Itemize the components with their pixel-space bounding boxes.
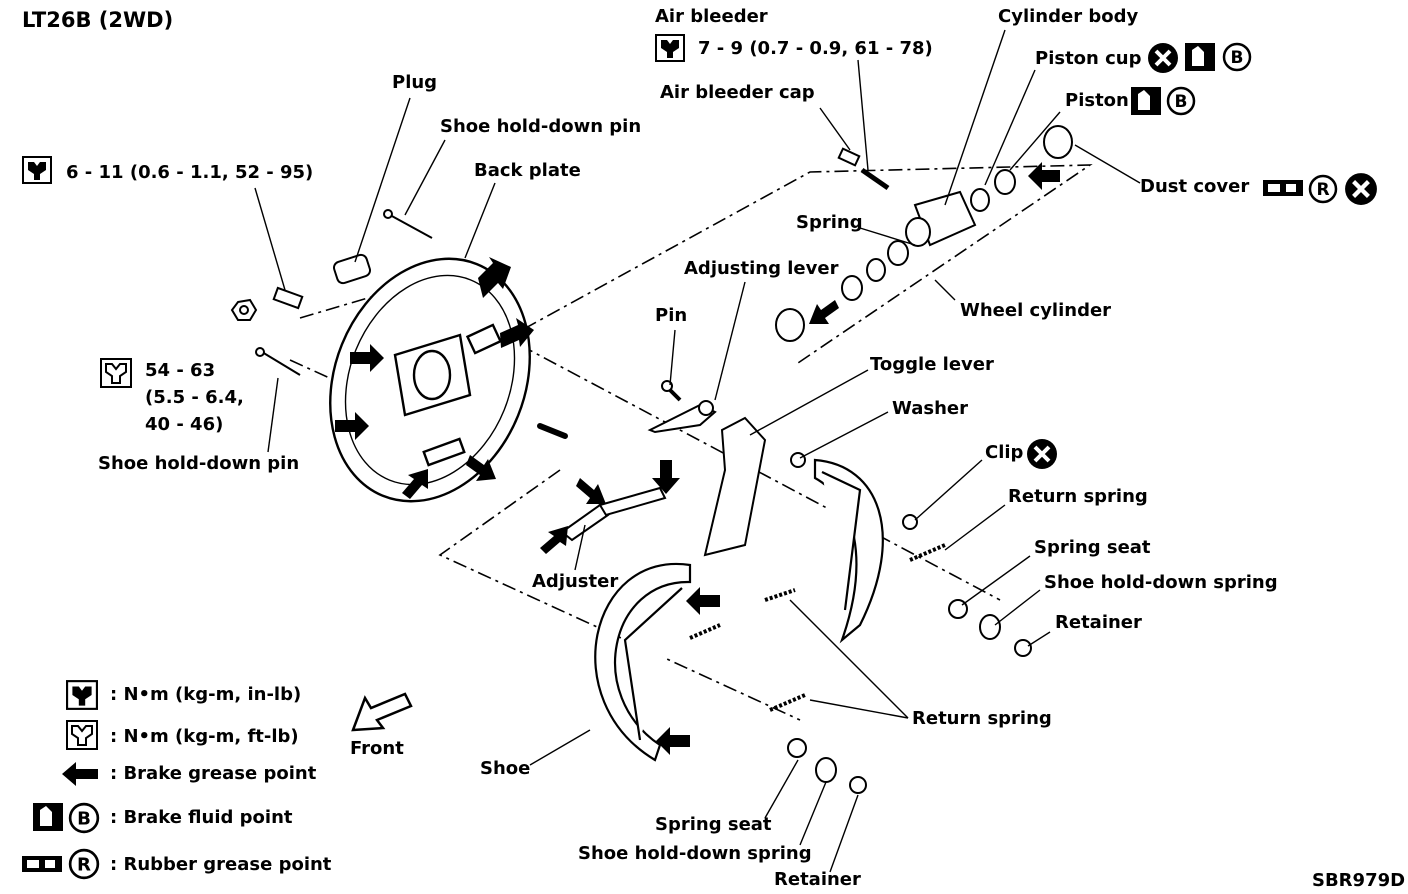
legend-grease-arrow-icon: [62, 762, 98, 786]
label-bolt-torque: 6 - 11 (0.6 - 1.1, 52 - 95): [66, 162, 314, 183]
mounting-nut: [230, 298, 258, 321]
shoe-hold-down-pin-top-part: [383, 209, 433, 239]
label-nut-torque-2: (5.5 - 6.4,: [145, 387, 244, 408]
label-shoe-hold-down-pin-bottom: Shoe hold-down pin: [98, 453, 300, 474]
label-return-spring-lower: Return spring: [912, 708, 1052, 729]
torque-wrench-icon: [655, 34, 685, 62]
brake-fluid-icon: [1185, 43, 1215, 71]
label-cylinder-body: Cylinder body: [998, 6, 1139, 27]
label-retainer-right: Retainer: [1055, 612, 1142, 633]
label-dust-cover: Dust cover: [1140, 176, 1250, 197]
page-title: LT26B (2WD): [22, 8, 174, 32]
toggle-lever: [703, 416, 767, 557]
label-wheel-cylinder: Wheel cylinder: [960, 300, 1112, 321]
springs-and-small-parts: [689, 452, 1032, 794]
label-shoe-hold-down-spring-bottom: Shoe hold-down spring: [578, 843, 812, 864]
pin-part: [661, 380, 682, 402]
back-plate: [329, 257, 531, 503]
label-shoe-hold-down-pin-top: Shoe hold-down pin: [440, 116, 642, 137]
b-letter: B: [77, 808, 91, 829]
plug: [332, 253, 372, 285]
legend-fluid-point: : Brake fluid point: [110, 807, 293, 828]
label-return-spring-right: Return spring: [1008, 486, 1148, 507]
adjuster-part: [560, 486, 667, 542]
r-letter: R: [77, 854, 91, 875]
label-air-bleeder: Air bleeder: [655, 6, 768, 27]
torque-wrench-ft-icon: [100, 358, 132, 388]
label-air-bleeder-cap: Air bleeder cap: [660, 82, 815, 103]
legend-rubber-grease-icon: [22, 856, 62, 872]
label-spring-seat-right: Spring seat: [1034, 537, 1151, 558]
brake-fluid-b-icon-piston: B: [1166, 86, 1196, 116]
legend-torque-in-lb-icon: [66, 680, 98, 710]
brake-shoe-left: [594, 562, 692, 762]
label-piston-cup: Piston cup: [1035, 48, 1142, 69]
label-retainer-bottom: Retainer: [774, 869, 861, 890]
replace-x-icon: [1148, 43, 1178, 73]
mounting-bolt: [272, 286, 568, 439]
label-front: Front: [350, 738, 404, 759]
label-adjusting-lever: Adjusting lever: [684, 258, 839, 279]
label-piston: Piston: [1065, 90, 1129, 111]
label-pin: Pin: [655, 305, 688, 326]
b-letter: B: [1175, 92, 1188, 112]
legend-torque-in-lb: : N•m (kg-m, in-lb): [110, 684, 302, 705]
shoe-hold-down-pin-bottom-part: [255, 347, 301, 376]
label-plug: Plug: [392, 72, 438, 93]
legend-brake-fluid-b-icon: B: [68, 802, 100, 834]
label-air-bleeder-torque: 7 - 9 (0.7 - 0.9, 61 - 78): [698, 38, 933, 59]
figure-code: SBR979D: [1312, 870, 1406, 891]
legend-torque-ft-lb-icon: [66, 720, 98, 750]
label-nut-torque-1: 54 - 63: [145, 360, 216, 381]
label-back-plate: Back plate: [474, 160, 581, 181]
b-letter: B: [1231, 48, 1244, 68]
rubber-grease-r-icon: R: [1308, 174, 1338, 204]
wheel-cylinder-parts: [775, 125, 1073, 342]
label-shoe: Shoe: [480, 758, 531, 779]
label-adjuster: Adjuster: [532, 571, 619, 592]
label-shoe-hold-down-spring-right: Shoe hold-down spring: [1044, 572, 1278, 593]
grease-point-arrows: [335, 162, 1060, 755]
label-spring: Spring: [796, 212, 863, 233]
label-toggle-lever: Toggle lever: [870, 354, 994, 375]
legend-rubber-grease-point: : Rubber grease point: [110, 854, 332, 875]
legend-grease-point: : Brake grease point: [110, 763, 317, 784]
leader-lines: [254, 29, 1141, 873]
adjusting-lever: [647, 400, 717, 434]
torque-wrench-icon-bolt: [22, 156, 52, 184]
rubber-grease-icon: [1263, 180, 1303, 196]
legend-rubber-grease-r-icon: R: [68, 848, 100, 880]
legend-brake-fluid-icon: [33, 803, 63, 831]
r-letter: R: [1316, 180, 1329, 200]
label-nut-torque-3: 40 - 46): [145, 414, 224, 435]
label-clip: Clip: [985, 442, 1024, 463]
label-spring-seat-bottom: Spring seat: [655, 814, 772, 835]
brake-fluid-icon-piston: [1131, 87, 1161, 115]
legend-torque-ft-lb: : N•m (kg-m, ft-lb): [110, 726, 299, 747]
front-arrow-icon: [351, 692, 413, 732]
brake-shoe-right: [813, 458, 884, 644]
brake-fluid-b-icon: B: [1222, 42, 1252, 72]
replace-x-icon-clip: [1027, 439, 1057, 469]
replace-x-icon-dust-cover: [1345, 173, 1377, 205]
label-washer: Washer: [892, 398, 968, 419]
